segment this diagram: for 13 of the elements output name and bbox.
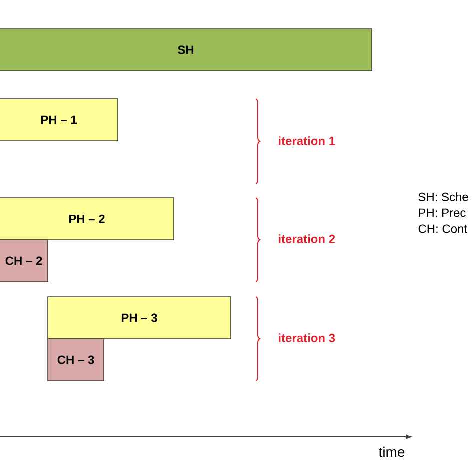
phase-bar: PH – 1 (0, 98, 118, 142)
phase-bar: CH – 2 (0, 240, 48, 282)
phase-bar: CH – 3 (48, 338, 104, 382)
axis-label: time (379, 446, 405, 458)
phase-bar: SH (0, 28, 372, 72)
legend-text: CH: Cont (418, 224, 468, 234)
phase-bar: PH – 2 (0, 198, 174, 240)
iteration-label: iteration 1 (279, 136, 336, 146)
phase-bar: PH – 3 (48, 296, 232, 340)
iteration-label: iteration 2 (279, 234, 336, 244)
legend-text: PH: Prec (419, 208, 466, 218)
legend-text: SH: Sche (418, 192, 468, 202)
iteration-label: iteration 3 (279, 334, 336, 342)
